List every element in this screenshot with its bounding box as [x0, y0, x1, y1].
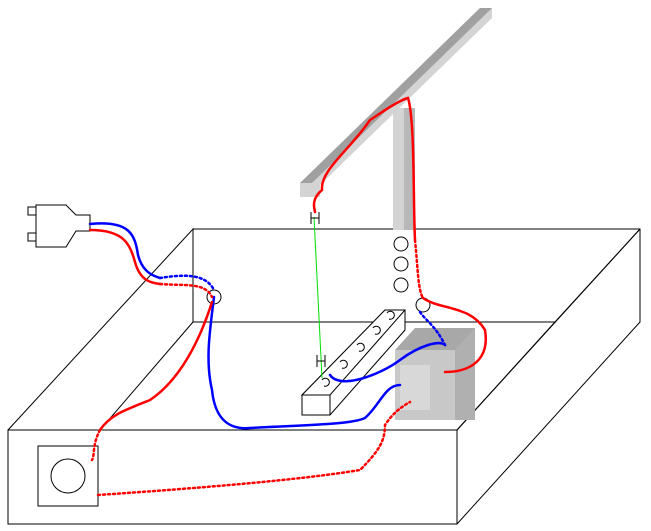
- box-back-right-edges: [193, 228, 641, 525]
- box-left-edge: [7, 227, 194, 431]
- battery: [395, 328, 475, 420]
- power-strip: [300, 309, 407, 416]
- neutral-wire: [88, 222, 162, 280]
- grommet-icon: [393, 277, 409, 293]
- grommet-icon: [393, 236, 409, 252]
- solar-panel-mount: [206, 8, 492, 313]
- battery-terminal: [400, 365, 430, 410]
- wiring: [88, 96, 488, 497]
- box-inner-left-edge: [99, 321, 194, 431]
- laser-beam: [313, 216, 323, 379]
- socket: [37, 445, 99, 507]
- live-wire: [88, 228, 162, 286]
- socket-circle-icon: [50, 458, 86, 494]
- grommet-icon: [393, 256, 409, 272]
- plug: [27, 204, 91, 248]
- plug-icon: [35, 204, 91, 248]
- connector-icon: [310, 212, 326, 367]
- box-top-right-edge: [456, 228, 641, 431]
